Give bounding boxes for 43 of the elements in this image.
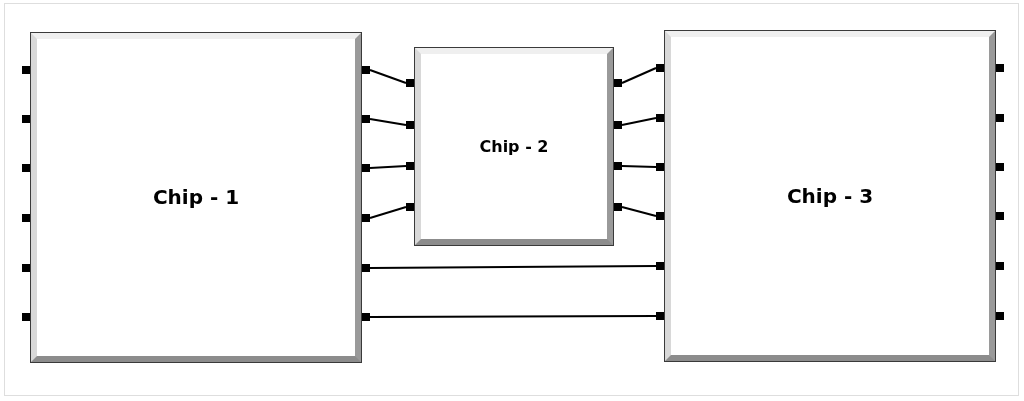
chip-pin — [656, 163, 664, 171]
chip-pin — [362, 66, 370, 74]
chip-pin — [22, 214, 30, 222]
chip-pin — [362, 264, 370, 272]
chip-block — [414, 47, 614, 246]
chip-pin — [406, 79, 414, 87]
chip-pin — [362, 164, 370, 172]
chip-pin — [996, 163, 1004, 171]
chip-pin — [22, 313, 30, 321]
chip-pin — [656, 114, 664, 122]
chip-pin — [406, 121, 414, 129]
chip-label: Chip - 2 — [479, 136, 549, 157]
chip-pin — [996, 212, 1004, 220]
chip-pin — [656, 212, 664, 220]
connector-line — [369, 315, 657, 318]
chip-pin — [362, 214, 370, 222]
chip-pin — [362, 313, 370, 321]
connector-line — [621, 165, 657, 168]
chip-pin — [614, 121, 622, 129]
chip-pin — [996, 64, 1004, 72]
chip-block — [664, 30, 996, 362]
chip-pin — [614, 79, 622, 87]
connector-line — [369, 265, 657, 269]
chip-pin — [656, 64, 664, 72]
chip-pin — [362, 115, 370, 123]
chip-pin — [22, 115, 30, 123]
chip-pin — [996, 312, 1004, 320]
chip-pin — [656, 262, 664, 270]
chip-pin — [614, 203, 622, 211]
chip-pin — [996, 262, 1004, 270]
chip-label: Chip - 1 — [152, 185, 240, 210]
chip-pin — [22, 264, 30, 272]
connector-line — [369, 118, 407, 126]
chip-block — [30, 32, 362, 363]
chip-pin — [656, 312, 664, 320]
chip-pin — [406, 203, 414, 211]
chip-pin — [22, 164, 30, 172]
chip-pin — [22, 66, 30, 74]
chip-pin — [614, 162, 622, 170]
chip-pin — [406, 162, 414, 170]
chip-label: Chip - 3 — [786, 183, 874, 209]
chip-pin — [996, 114, 1004, 122]
connector-line — [369, 165, 407, 169]
